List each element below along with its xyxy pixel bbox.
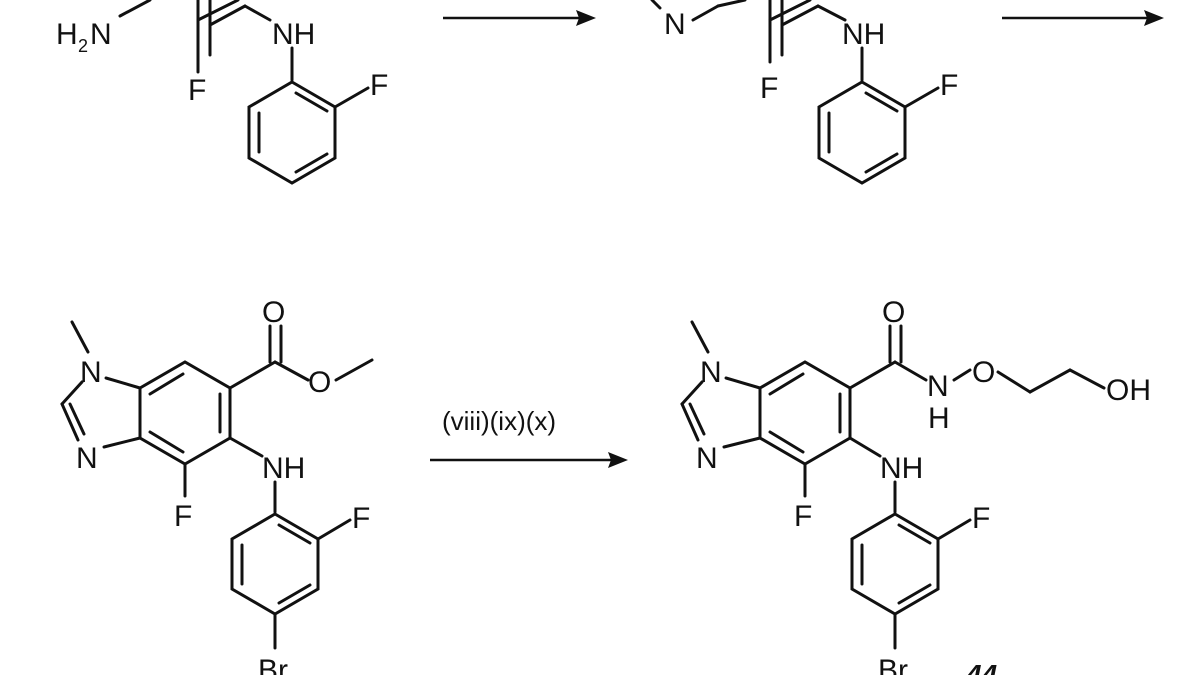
- bottom-right-oh-label: OH: [1106, 374, 1151, 407]
- bottom-left-nh-label: NH: [262, 452, 305, 485]
- structure-top-middle: [650, 0, 940, 185]
- bottom-right-amide-h-label: H: [928, 402, 950, 435]
- bottom-left-n1-label: N: [80, 356, 102, 389]
- reaction-arrow-top-1: [443, 10, 596, 26]
- structure-top-left: [118, 0, 370, 185]
- bottom-left-n3-label: N: [76, 442, 98, 475]
- top-middle-nh-label: NH: [842, 18, 885, 51]
- bottom-right-n1-label: N: [700, 356, 722, 389]
- bottom-right-carbonyl-o-label: O: [882, 296, 905, 329]
- bottom-right-ring-f-label: F: [794, 500, 812, 533]
- reagents-label: (viii)(ix)(x): [442, 406, 556, 436]
- top-left-aryl-f-label: F: [370, 69, 388, 102]
- amine-subscript-label: 2: [78, 36, 88, 56]
- bottom-left-br-label: Br: [258, 654, 288, 675]
- top-middle-aryl-f-label: F: [940, 69, 958, 102]
- reaction-arrow-top-2: [1002, 10, 1164, 26]
- bottom-left-ester-o-label: O: [308, 366, 331, 399]
- top-left-nh-label: NH: [272, 18, 315, 51]
- top-middle-ring-f-label: F: [760, 72, 778, 105]
- bottom-right-aryl-f-label: F: [972, 502, 990, 535]
- bottom-right-br-label: Br: [878, 654, 908, 675]
- bottom-right-amide-n-label: N: [927, 370, 949, 403]
- top-middle-n-label: N: [664, 8, 686, 41]
- structure-bottom-left: [60, 320, 374, 650]
- bottom-right-nh-label: NH: [880, 452, 923, 485]
- compound-number-label: 44: [965, 659, 998, 675]
- amine-h-label: H: [56, 18, 78, 51]
- bottom-left-carbonyl-o-label: O: [262, 296, 285, 329]
- bottom-left-aryl-f-label: F: [352, 502, 370, 535]
- bottom-right-ether-o-label: O: [972, 356, 995, 389]
- reaction-arrow-bottom: [430, 452, 628, 468]
- bottom-right-n3-label: N: [696, 442, 718, 475]
- amine-n-label: N: [90, 18, 112, 51]
- bottom-left-ring-f-label: F: [174, 500, 192, 533]
- top-left-ring-f-label: F: [188, 74, 206, 107]
- structure-bottom-right: [680, 320, 1106, 650]
